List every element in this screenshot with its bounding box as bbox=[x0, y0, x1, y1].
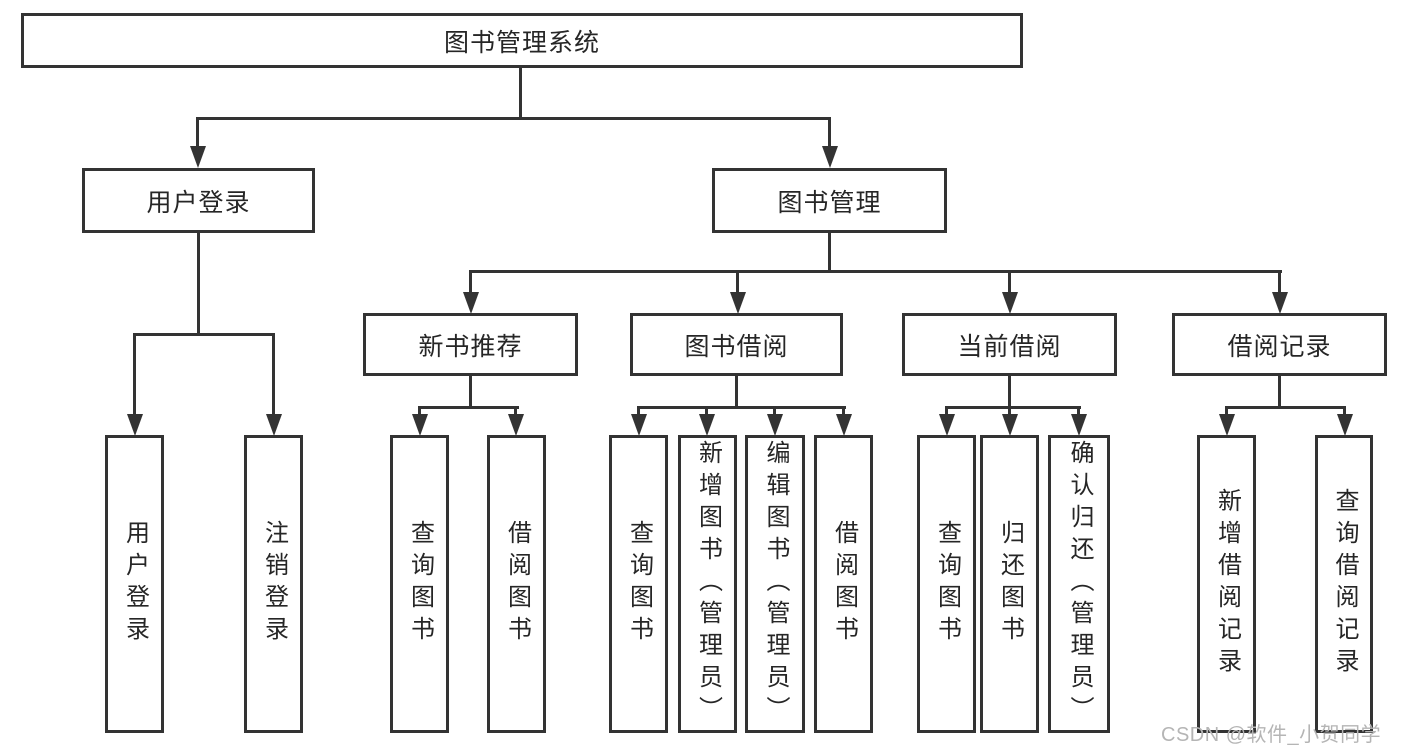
arrowhead-down-icon bbox=[835, 414, 852, 436]
connector-hline bbox=[133, 333, 275, 336]
connector-vline bbox=[469, 376, 472, 408]
arrowhead-down-icon bbox=[729, 292, 746, 314]
node-label: 查询借阅记录 bbox=[1331, 488, 1358, 680]
arrowhead-down-icon bbox=[265, 414, 282, 436]
connector-vline bbox=[469, 270, 472, 298]
node-label: 查询图书 bbox=[625, 520, 653, 648]
arrowhead-down-icon bbox=[938, 414, 955, 436]
node-label: 用户登录 bbox=[146, 188, 251, 217]
node-current-return-books: 归还图书 bbox=[980, 435, 1039, 733]
connector-vline bbox=[1077, 406, 1080, 420]
connector-vline bbox=[1278, 376, 1281, 408]
connector-vline bbox=[736, 270, 739, 298]
node-current-confirm-return-admin: 确认归还（管理员） bbox=[1048, 435, 1110, 733]
node-label: 图书管理系统 bbox=[443, 28, 600, 57]
connector-hline bbox=[637, 406, 846, 409]
connector-vline bbox=[514, 406, 517, 420]
node-book-management: 图书管理 bbox=[712, 168, 947, 233]
connector-vline bbox=[1008, 406, 1011, 420]
connector-vline bbox=[842, 406, 845, 420]
connector-vline bbox=[196, 117, 199, 151]
arrowhead-down-icon bbox=[1001, 292, 1018, 314]
node-current-query-books: 查询图书 bbox=[917, 435, 976, 733]
node-label: 新书推荐 bbox=[418, 332, 523, 361]
arrowhead-down-icon bbox=[507, 414, 524, 436]
arrowhead-down-icon bbox=[1271, 292, 1288, 314]
connector-vline bbox=[519, 68, 522, 119]
connector-hline bbox=[196, 117, 831, 120]
connector-hline bbox=[469, 270, 1282, 273]
node-label: 查询图书 bbox=[933, 520, 961, 648]
node-label: 新增借阅记录 bbox=[1213, 488, 1241, 680]
arrowhead-down-icon bbox=[821, 146, 838, 168]
arrowhead-down-icon bbox=[411, 414, 428, 436]
node-user-login: 用户登录 bbox=[82, 168, 315, 233]
node-library-management-system: 图书管理系统 bbox=[21, 13, 1023, 68]
node-current-borrowing: 当前借阅 bbox=[902, 313, 1117, 376]
node-recommend-borrow-books: 借阅图书 bbox=[487, 435, 546, 733]
node-book-borrowing: 图书借阅 bbox=[630, 313, 843, 376]
connector-hline bbox=[418, 406, 519, 409]
node-label: 确认归还（管理员） bbox=[1066, 440, 1093, 728]
node-label: 借阅记录 bbox=[1227, 332, 1332, 361]
arrowhead-down-icon bbox=[1218, 414, 1235, 436]
arrowhead-down-icon bbox=[698, 414, 715, 436]
node-borrowing-borrow-books: 借阅图书 bbox=[814, 435, 873, 733]
node-label: 归还图书 bbox=[996, 520, 1024, 648]
csdn-watermark: CSDN @软件_小贺同学 bbox=[1161, 724, 1382, 746]
connector-vline bbox=[1225, 406, 1228, 420]
connector-vline bbox=[828, 117, 831, 151]
node-label: 当前借阅 bbox=[957, 332, 1062, 361]
node-leaf-user-login: 用户登录 bbox=[105, 435, 164, 733]
arrowhead-down-icon bbox=[766, 414, 783, 436]
node-borrowing-edit-books-admin: 编辑图书（管理员） bbox=[745, 435, 805, 733]
connector-vline bbox=[705, 406, 708, 420]
node-label: 用户登录 bbox=[121, 520, 149, 648]
node-label: 新增图书（管理员） bbox=[694, 440, 722, 728]
node-label: 查询图书 bbox=[406, 520, 434, 648]
node-records-add-borrow-record: 新增借阅记录 bbox=[1197, 435, 1256, 733]
arrowhead-down-icon bbox=[1336, 414, 1353, 436]
connector-vline bbox=[197, 233, 200, 336]
node-new-book-recommend: 新书推荐 bbox=[363, 313, 578, 376]
arrowhead-down-icon bbox=[126, 414, 143, 436]
connector-vline bbox=[773, 406, 776, 420]
node-label: 借阅图书 bbox=[503, 520, 531, 648]
connector-vline bbox=[272, 333, 275, 419]
arrowhead-down-icon bbox=[189, 146, 206, 168]
node-records-query-borrow-record: 查询借阅记录 bbox=[1315, 435, 1373, 733]
arrowhead-down-icon bbox=[1001, 414, 1018, 436]
node-label: 编辑图书（管理员） bbox=[762, 440, 789, 728]
connector-hline bbox=[945, 406, 1081, 409]
node-label: 图书管理 bbox=[777, 188, 882, 217]
node-leaf-logout: 注销登录 bbox=[244, 435, 303, 733]
connector-vline bbox=[637, 406, 640, 420]
connector-hline bbox=[1225, 406, 1346, 409]
arrowhead-down-icon bbox=[1070, 414, 1087, 436]
connector-vline bbox=[828, 233, 831, 273]
node-recommend-query-books: 查询图书 bbox=[390, 435, 449, 733]
connector-vline bbox=[1278, 270, 1281, 298]
node-borrowing-query-books: 查询图书 bbox=[609, 435, 668, 733]
connector-vline bbox=[1343, 406, 1346, 420]
connector-vline bbox=[945, 406, 948, 420]
arrowhead-down-icon bbox=[630, 414, 647, 436]
node-borrowing-records: 借阅记录 bbox=[1172, 313, 1387, 376]
node-label: 借阅图书 bbox=[830, 520, 858, 648]
connector-vline bbox=[418, 406, 421, 420]
connector-vline bbox=[735, 376, 738, 408]
connector-vline bbox=[1008, 376, 1011, 408]
connector-vline bbox=[133, 333, 136, 419]
connector-vline bbox=[1008, 270, 1011, 298]
node-label: 注销登录 bbox=[260, 520, 288, 648]
node-label: 图书借阅 bbox=[684, 332, 789, 361]
node-borrowing-add-books-admin: 新增图书（管理员） bbox=[678, 435, 737, 733]
arrowhead-down-icon bbox=[462, 292, 479, 314]
